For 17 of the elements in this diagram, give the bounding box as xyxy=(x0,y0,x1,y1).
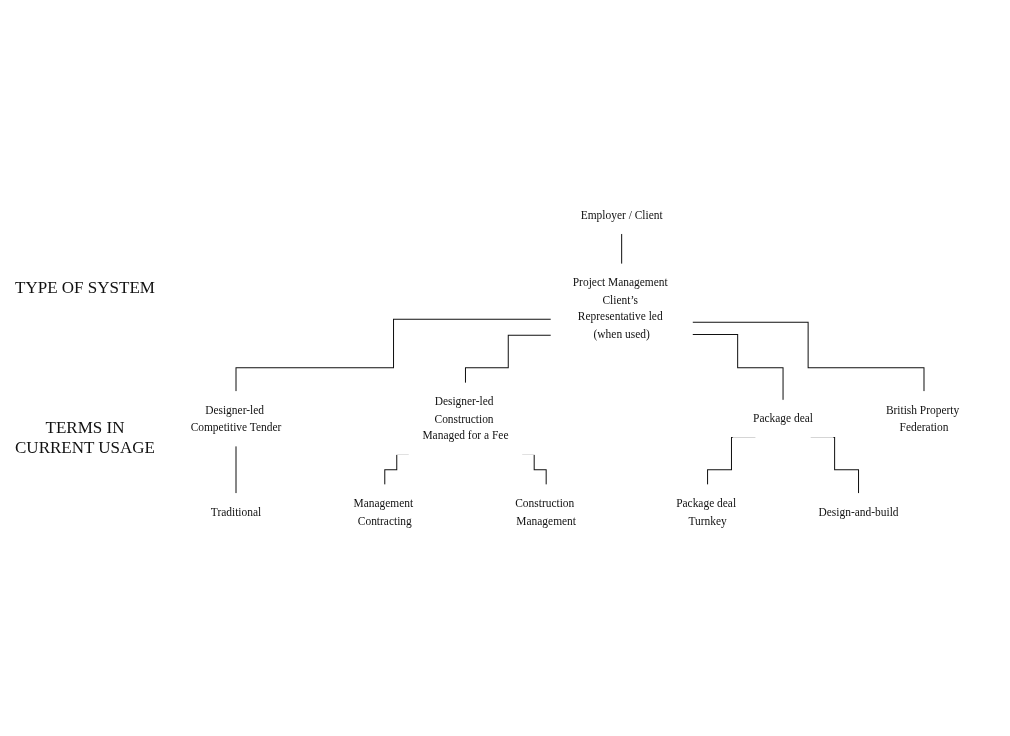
row-heading: TERMS IN CURRENT USAGE xyxy=(14,418,156,458)
connector xyxy=(691,321,925,393)
node-text: Employer / Client xyxy=(580,208,663,222)
node-text: Package deal Turnkey xyxy=(676,497,737,528)
node-text: Management Contracting xyxy=(353,497,414,528)
node-text: Project Management Client’s Representative led (when used) xyxy=(572,276,668,341)
node-text: Design-and-build xyxy=(818,505,899,519)
connector xyxy=(621,233,623,265)
row-heading: TYPE OF SYSTEM xyxy=(14,278,156,298)
node-text: Designer-led Competitive Tender xyxy=(190,403,282,434)
connector xyxy=(691,334,784,401)
connector xyxy=(235,318,552,393)
node-text: Construction Management xyxy=(515,497,577,528)
node-text: Designer-led Construction Managed for a Fee xyxy=(422,395,509,443)
node-text: British Property Federation xyxy=(885,403,960,434)
connector xyxy=(464,334,552,384)
node-text: Traditional xyxy=(210,505,262,519)
